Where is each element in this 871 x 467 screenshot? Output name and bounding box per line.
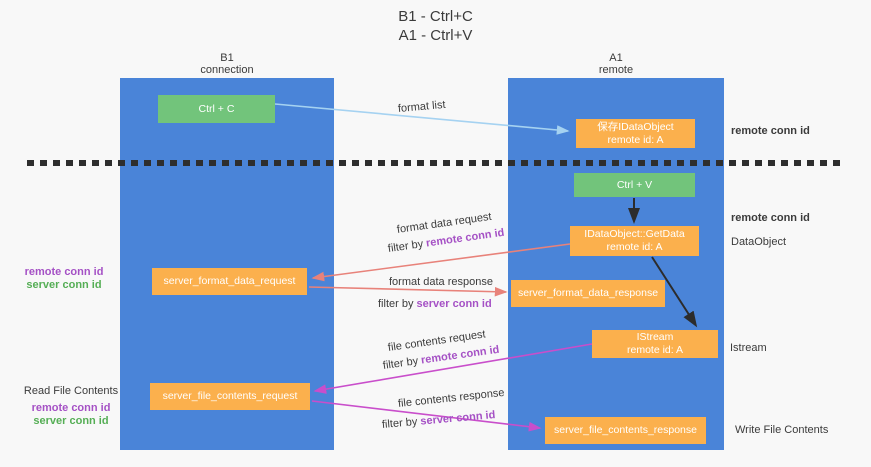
left-conn-id-group: remote conn id server conn id bbox=[18, 266, 110, 292]
right-column-header: A1 remote bbox=[508, 52, 724, 76]
left-server-conn-id-label: server conn id bbox=[26, 279, 102, 291]
save-idataobject-box: 保存IDataObject remote id: A bbox=[576, 119, 695, 148]
left-remote-conn-id-label: remote conn id bbox=[24, 266, 104, 278]
server-conn-id-emphasis-1: server conn id bbox=[416, 298, 492, 310]
istream-line2: remote id: A bbox=[626, 344, 684, 356]
read-file-contents-label: Read File Contents bbox=[23, 385, 119, 397]
left-column-header: B1 connection bbox=[120, 52, 334, 76]
filter-by-text-4: filter by bbox=[381, 415, 421, 431]
dashed-separator-line bbox=[27, 160, 842, 166]
ctrl-c-label: Ctrl + C bbox=[198, 102, 235, 115]
getdata-line2: remote id: A bbox=[606, 241, 663, 253]
ctrl-v-label: Ctrl + V bbox=[616, 178, 653, 191]
server-file-contents-request-box: server_file_contents_request bbox=[150, 383, 310, 410]
istream-box: IStream remote id: A bbox=[592, 330, 718, 358]
getdata-box: IDataObject::GetData remote id: A bbox=[570, 226, 699, 256]
server-format-data-response-box: server_format_data_response bbox=[511, 280, 665, 307]
right-column-role: remote bbox=[598, 64, 634, 76]
read-file-contents-group: Read File Contents remote conn id server… bbox=[16, 385, 126, 428]
format-data-response-label: format data response bbox=[389, 276, 493, 288]
right-remote-conn-id-mid-label: remote conn id bbox=[731, 212, 810, 224]
filter-by-text-3: filter by bbox=[382, 354, 422, 372]
read-server-conn-id-label: server conn id bbox=[33, 415, 109, 427]
read-remote-conn-id-label: remote conn id bbox=[31, 402, 111, 414]
write-file-contents-label: Write File Contents bbox=[735, 424, 829, 436]
diagram-title: B1 - Ctrl+C A1 - Ctrl+V bbox=[0, 7, 871, 45]
server-format-data-request-box: server_format_data_request bbox=[152, 268, 307, 295]
save-idataobject-line2: remote id: A bbox=[607, 133, 664, 146]
title-line-1: B1 - Ctrl+C bbox=[398, 8, 473, 25]
left-column-name: B1 bbox=[220, 52, 234, 64]
dataobject-label: DataObject bbox=[731, 236, 787, 248]
save-idataobject-line1: 保存IDataObject bbox=[597, 120, 674, 133]
server-file-contents-response-label: server_file_contents_response bbox=[553, 424, 697, 436]
file-response-filter-label: filter by server conn id bbox=[381, 409, 495, 431]
istream-line1: IStream bbox=[636, 331, 674, 343]
format-response-filter-label: filter by server conn id bbox=[378, 298, 492, 310]
left-column-role: connection bbox=[200, 64, 254, 76]
server-format-data-response-label: server_format_data_response bbox=[517, 287, 659, 299]
ctrl-c-box: Ctrl + C bbox=[158, 95, 275, 123]
filter-by-text-1: filter by bbox=[387, 237, 427, 255]
istream-side-label: Istream bbox=[730, 342, 767, 354]
right-column-name: A1 bbox=[609, 52, 623, 64]
file-contents-response-label: file contents response bbox=[397, 386, 506, 410]
right-remote-conn-id-top-label: remote conn id bbox=[731, 125, 810, 137]
server-file-contents-request-label: server_file_contents_request bbox=[162, 390, 298, 402]
ctrl-v-box: Ctrl + V bbox=[574, 173, 695, 197]
server-conn-id-emphasis-2: server conn id bbox=[419, 409, 496, 428]
title-line-2: A1 - Ctrl+V bbox=[398, 27, 473, 44]
server-file-contents-response-box: server_file_contents_response bbox=[545, 417, 706, 444]
filter-by-text-2: filter by bbox=[378, 298, 417, 310]
getdata-line1: IDataObject::GetData bbox=[584, 228, 685, 240]
server-format-data-request-label: server_format_data_request bbox=[163, 275, 296, 287]
format-list-label: format list bbox=[397, 98, 447, 115]
